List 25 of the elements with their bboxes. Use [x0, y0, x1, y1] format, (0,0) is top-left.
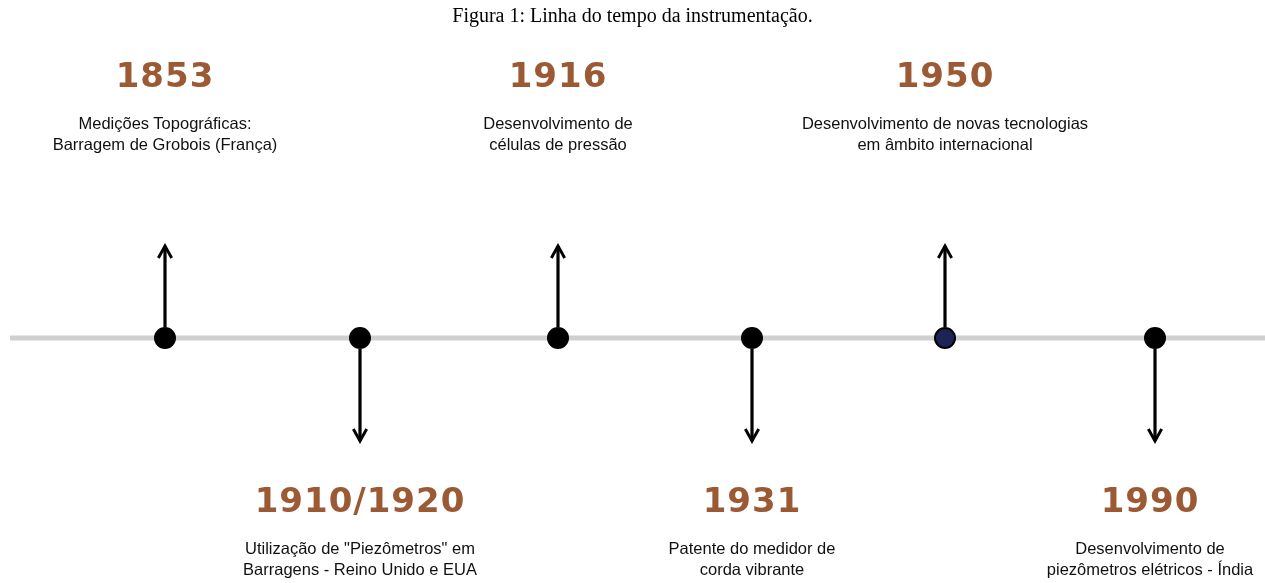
arrow: [936, 244, 954, 327]
year-heading: 1950: [895, 55, 995, 95]
timeline-dot: [547, 327, 569, 349]
year-heading: 1910/1920: [254, 480, 466, 520]
arrow: [1146, 349, 1164, 443]
event-description: Utilização de "Piezômetros" em Barragens - Reino Unido e EUA: [242, 538, 478, 580]
event-description: Desenvolvimento de células de pressão: [482, 113, 634, 155]
timeline-dot: [154, 327, 176, 349]
year-heading: 1931: [702, 480, 802, 520]
figure-caption: Figura 1: Linha do tempo da instrumentação.: [451, 4, 814, 27]
arrow: [351, 349, 369, 443]
event-description: Desenvolvimento de piezômetros elétricos - Índia: [1045, 538, 1255, 580]
arrow: [549, 244, 567, 327]
year-heading: 1853: [115, 55, 215, 95]
event-description: Medições Topográficas: Barragem de Grobois (França): [51, 113, 279, 155]
timeline-dot: [349, 327, 371, 349]
arrow: [743, 349, 761, 443]
timeline-dot: [1144, 327, 1166, 349]
timeline-dot: [741, 327, 763, 349]
arrow: [156, 244, 174, 327]
timeline-dot: [934, 327, 956, 349]
event-description: Patente do medidor de corda vibrante: [667, 538, 837, 580]
year-heading: 1916: [508, 55, 608, 95]
event-description: Desenvolvimento de novas tecnologias em âmbito internacional: [800, 113, 1090, 155]
year-heading: 1990: [1100, 480, 1200, 520]
